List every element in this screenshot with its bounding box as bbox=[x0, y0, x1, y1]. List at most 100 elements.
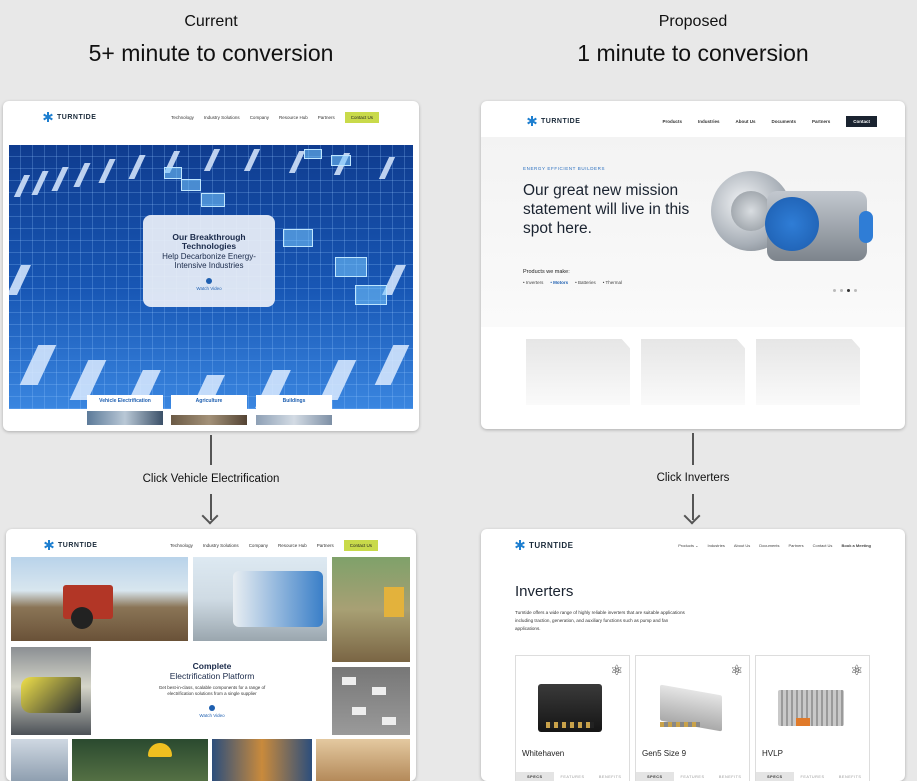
excavator-photo bbox=[332, 557, 410, 662]
nav-partners[interactable]: Partners bbox=[788, 542, 804, 548]
page-title: Inverters bbox=[515, 583, 574, 600]
tab-benefits[interactable]: BENEFITS bbox=[598, 775, 622, 779]
product-link-inverters[interactable]: • Inverters bbox=[523, 280, 544, 285]
nav-bar: TURNTIDE Technology Industry Solutions C… bbox=[6, 529, 416, 561]
nav-resource-hub[interactable]: Resource Hub bbox=[278, 114, 308, 120]
nav-products[interactable]: Products ⌄ bbox=[678, 542, 699, 548]
tab-features[interactable]: FEATURES bbox=[800, 775, 825, 779]
current-home-screenshot: TURNTIDE Technology Industry Solutions C… bbox=[3, 101, 419, 431]
nav-bar: TURNTIDE Products Industries About Us Do… bbox=[481, 105, 905, 137]
product-card-placeholder[interactable] bbox=[641, 339, 745, 405]
step-label-proposed: Click Inverters bbox=[656, 472, 730, 484]
tab-buildings[interactable]: Buildings bbox=[256, 395, 332, 425]
hero-subtitle: Help Decarbonize Energy-Intensive Indust… bbox=[162, 252, 256, 270]
step-label-current: Click Vehicle Electrification bbox=[142, 473, 280, 485]
tab-benefits[interactable]: BENEFITS bbox=[838, 775, 862, 779]
logo-icon bbox=[43, 112, 53, 122]
nav-about-us[interactable]: About Us bbox=[733, 542, 751, 548]
product-card-placeholder[interactable] bbox=[756, 339, 860, 405]
play-icon[interactable] bbox=[206, 278, 212, 284]
platform-panel: Complete Electrification Platform Get be… bbox=[94, 647, 330, 739]
certification-icon: ⚛ bbox=[730, 662, 743, 678]
platform-title-1: Complete bbox=[192, 661, 232, 671]
platform-title-2: Electrification Platform bbox=[169, 671, 255, 681]
eyebrow: ENERGY EFFICIENT BUILDERS bbox=[523, 166, 606, 171]
contact-us-button[interactable]: Contact Us bbox=[343, 539, 378, 551]
tab-vehicle-electrification[interactable]: Vehicle Electrification bbox=[87, 395, 163, 425]
proposed-home-screenshot: TURNTIDE Products Industries About Us Do… bbox=[481, 101, 905, 429]
nav-documents[interactable]: Documents bbox=[771, 118, 796, 124]
product-card-gen5-size-9[interactable]: ⚛ Gen5 Size 9 SPECS FEATURES BENEFITS bbox=[635, 655, 750, 781]
product-name: Gen5 Size 9 bbox=[642, 749, 687, 758]
nav-contact-us[interactable]: Contact Us bbox=[812, 542, 833, 548]
nav-partners[interactable]: Partners bbox=[811, 118, 831, 124]
certification-icon: ⚛ bbox=[850, 662, 863, 678]
tractor-photo bbox=[11, 557, 188, 641]
train-photo bbox=[11, 647, 91, 735]
tab-specs[interactable]: SPECS bbox=[756, 772, 794, 781]
nav-about-us[interactable]: About Us bbox=[735, 118, 756, 124]
tab-agriculture[interactable]: Agriculture bbox=[171, 395, 247, 425]
nav-technology[interactable]: Technology bbox=[170, 542, 193, 548]
nav-company[interactable]: Company bbox=[249, 114, 269, 120]
logo[interactable]: TURNTIDE bbox=[44, 540, 97, 550]
nav-products[interactable]: Products bbox=[662, 118, 682, 124]
nav-industry-solutions[interactable]: Industry Solutions bbox=[203, 114, 240, 120]
nav-documents[interactable]: Documents bbox=[759, 542, 780, 548]
tab-benefits[interactable]: BENEFITS bbox=[718, 775, 742, 779]
contact-us-button[interactable]: Contact Us bbox=[344, 111, 379, 123]
nav-partners[interactable]: Partners bbox=[317, 114, 335, 120]
certification-icon: ⚛ bbox=[610, 662, 623, 678]
product-name: HVLP bbox=[762, 749, 783, 758]
hero-headline: Our great new mission statement will liv… bbox=[523, 182, 690, 237]
product-link-thermal[interactable]: • Thermal bbox=[602, 280, 623, 285]
motor-illustration bbox=[711, 151, 873, 281]
hero-title: Our Breakthrough Technologies bbox=[172, 232, 246, 251]
proposed-inverters-screenshot: TURNTIDE Products ⌄ Industries About Us … bbox=[481, 529, 905, 781]
play-icon[interactable] bbox=[209, 705, 215, 711]
page-description: Turntide offers a wide range of highly r… bbox=[515, 610, 685, 631]
hero-panel: Our Breakthrough Technologies Help Decar… bbox=[143, 215, 275, 307]
nav-resource-hub[interactable]: Resource Hub bbox=[277, 542, 307, 548]
proposed-title: 1 minute to conversion bbox=[577, 40, 809, 66]
platform-body: Get best-in-class, scalable components f… bbox=[158, 685, 266, 696]
nav-company[interactable]: Company bbox=[248, 542, 268, 548]
logo-icon bbox=[44, 540, 54, 550]
current-vehicle-screenshot: TURNTIDE Technology Industry Solutions C… bbox=[6, 529, 416, 781]
contact-button[interactable]: Contact bbox=[846, 115, 877, 127]
book-meeting-link[interactable]: Book a Meeting bbox=[841, 542, 871, 548]
chevron-down-icon: ⌄ bbox=[695, 542, 699, 548]
building-photo bbox=[11, 739, 68, 781]
tab-features[interactable]: FEATURES bbox=[560, 775, 585, 779]
tab-features[interactable]: FEATURES bbox=[680, 775, 705, 779]
products-label: Products we make: bbox=[523, 269, 570, 275]
nav-technology[interactable]: Technology bbox=[171, 114, 194, 120]
logo[interactable]: TURNTIDE bbox=[527, 116, 580, 126]
logo[interactable]: TURNTIDE bbox=[515, 540, 573, 550]
product-link-motors[interactable]: • Motors bbox=[550, 280, 569, 285]
product-name: Whitehaven bbox=[522, 749, 565, 758]
tab-specs[interactable]: SPECS bbox=[516, 772, 554, 781]
current-label: Current bbox=[184, 13, 238, 30]
nav-partners[interactable]: Partners bbox=[316, 542, 334, 548]
watch-video-link[interactable]: Watch Video bbox=[199, 713, 225, 718]
product-card-whitehaven[interactable]: ⚛ Whitehaven SPECS FEATURES BENEFITS bbox=[515, 655, 630, 781]
watch-video-link[interactable]: Watch Video bbox=[196, 286, 222, 291]
parking-photo bbox=[332, 667, 410, 735]
bus-photo bbox=[193, 557, 327, 641]
nav-bar: TURNTIDE Technology Industry Solutions C… bbox=[3, 101, 419, 133]
warehouse-photo bbox=[212, 739, 312, 781]
current-title: 5+ minute to conversion bbox=[88, 40, 334, 66]
nav-industry-solutions[interactable]: Industry Solutions bbox=[202, 542, 239, 548]
carousel-dots[interactable] bbox=[833, 289, 857, 292]
nav-industries[interactable]: Industries bbox=[707, 542, 725, 548]
product-card-hvlp[interactable]: ⚛ HVLP SPECS FEATURES BENEFITS bbox=[755, 655, 870, 781]
logo[interactable]: TURNTIDE bbox=[43, 112, 96, 122]
proposed-label: Proposed bbox=[658, 13, 728, 30]
product-card-placeholder[interactable] bbox=[526, 339, 630, 405]
nav-industries[interactable]: Industries bbox=[697, 118, 720, 124]
tab-specs[interactable]: SPECS bbox=[636, 772, 674, 781]
logo-icon bbox=[515, 540, 525, 550]
logo-icon bbox=[527, 116, 537, 126]
product-link-batteries[interactable]: • Batteries bbox=[575, 280, 596, 285]
